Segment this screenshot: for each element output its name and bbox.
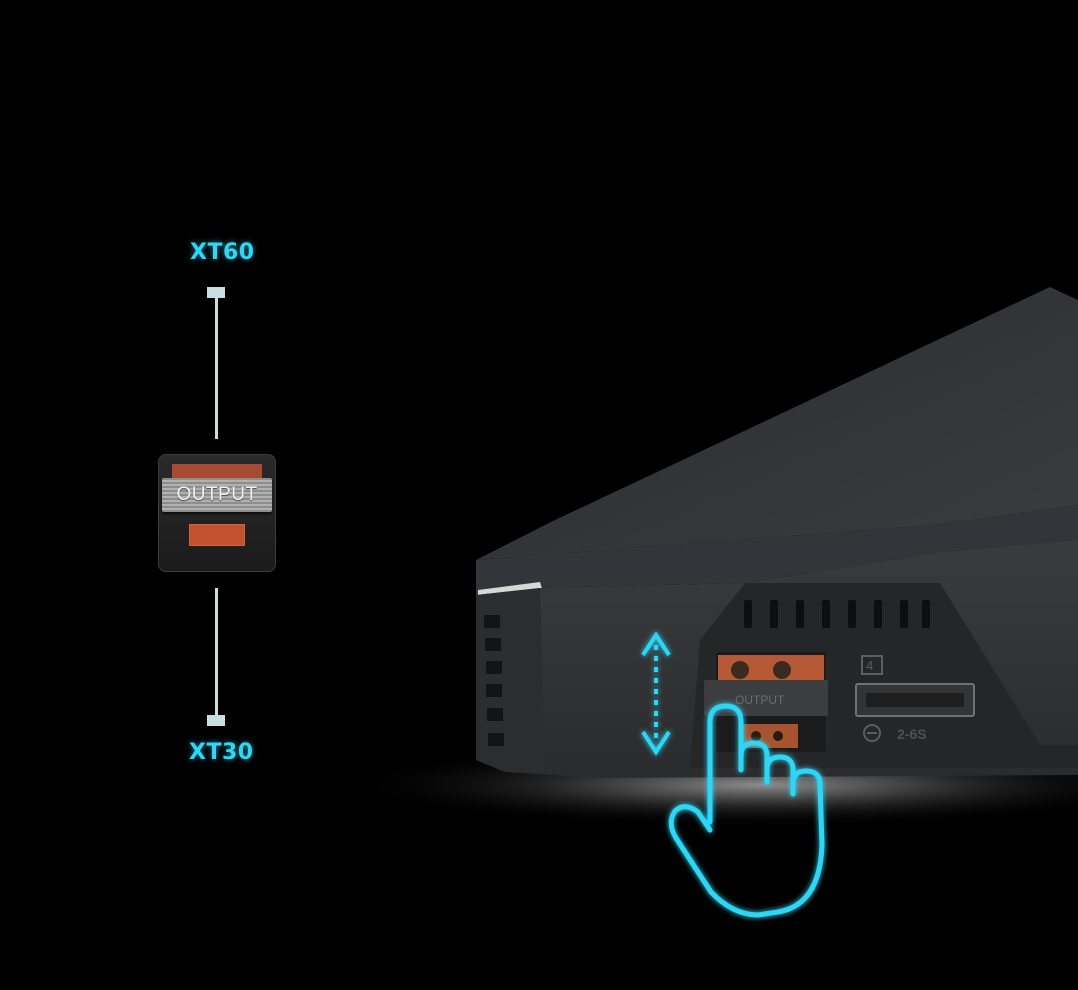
- xt30-label: XT30: [189, 740, 254, 765]
- output-switch-diagram: OUTPUT: [158, 454, 276, 572]
- xt30-port-swatch: [189, 524, 245, 546]
- switch-track-top: [215, 296, 218, 439]
- output-slider: OUTPUT: [162, 478, 272, 512]
- updown-arrow-icon: [641, 631, 671, 756]
- device-slider-label: OUTPUT: [735, 693, 785, 707]
- side-vents: [484, 615, 504, 746]
- hand-pointer-icon: [668, 703, 825, 918]
- track-top-stop: [207, 287, 225, 298]
- port-number-box: [861, 655, 883, 675]
- front-vents: [744, 600, 930, 628]
- minus-sign-icon: [863, 724, 881, 742]
- switch-track-bottom: [215, 588, 218, 718]
- output-slider-label: OUTPUT: [176, 484, 258, 505]
- track-bottom-stop: [207, 715, 225, 726]
- balance-label: 2-6S: [897, 726, 927, 742]
- xt60-port-swatch: [172, 464, 262, 482]
- xt60-label: XT60: [190, 240, 255, 265]
- port-number: 4: [866, 658, 873, 673]
- device-top-face: [476, 287, 1078, 560]
